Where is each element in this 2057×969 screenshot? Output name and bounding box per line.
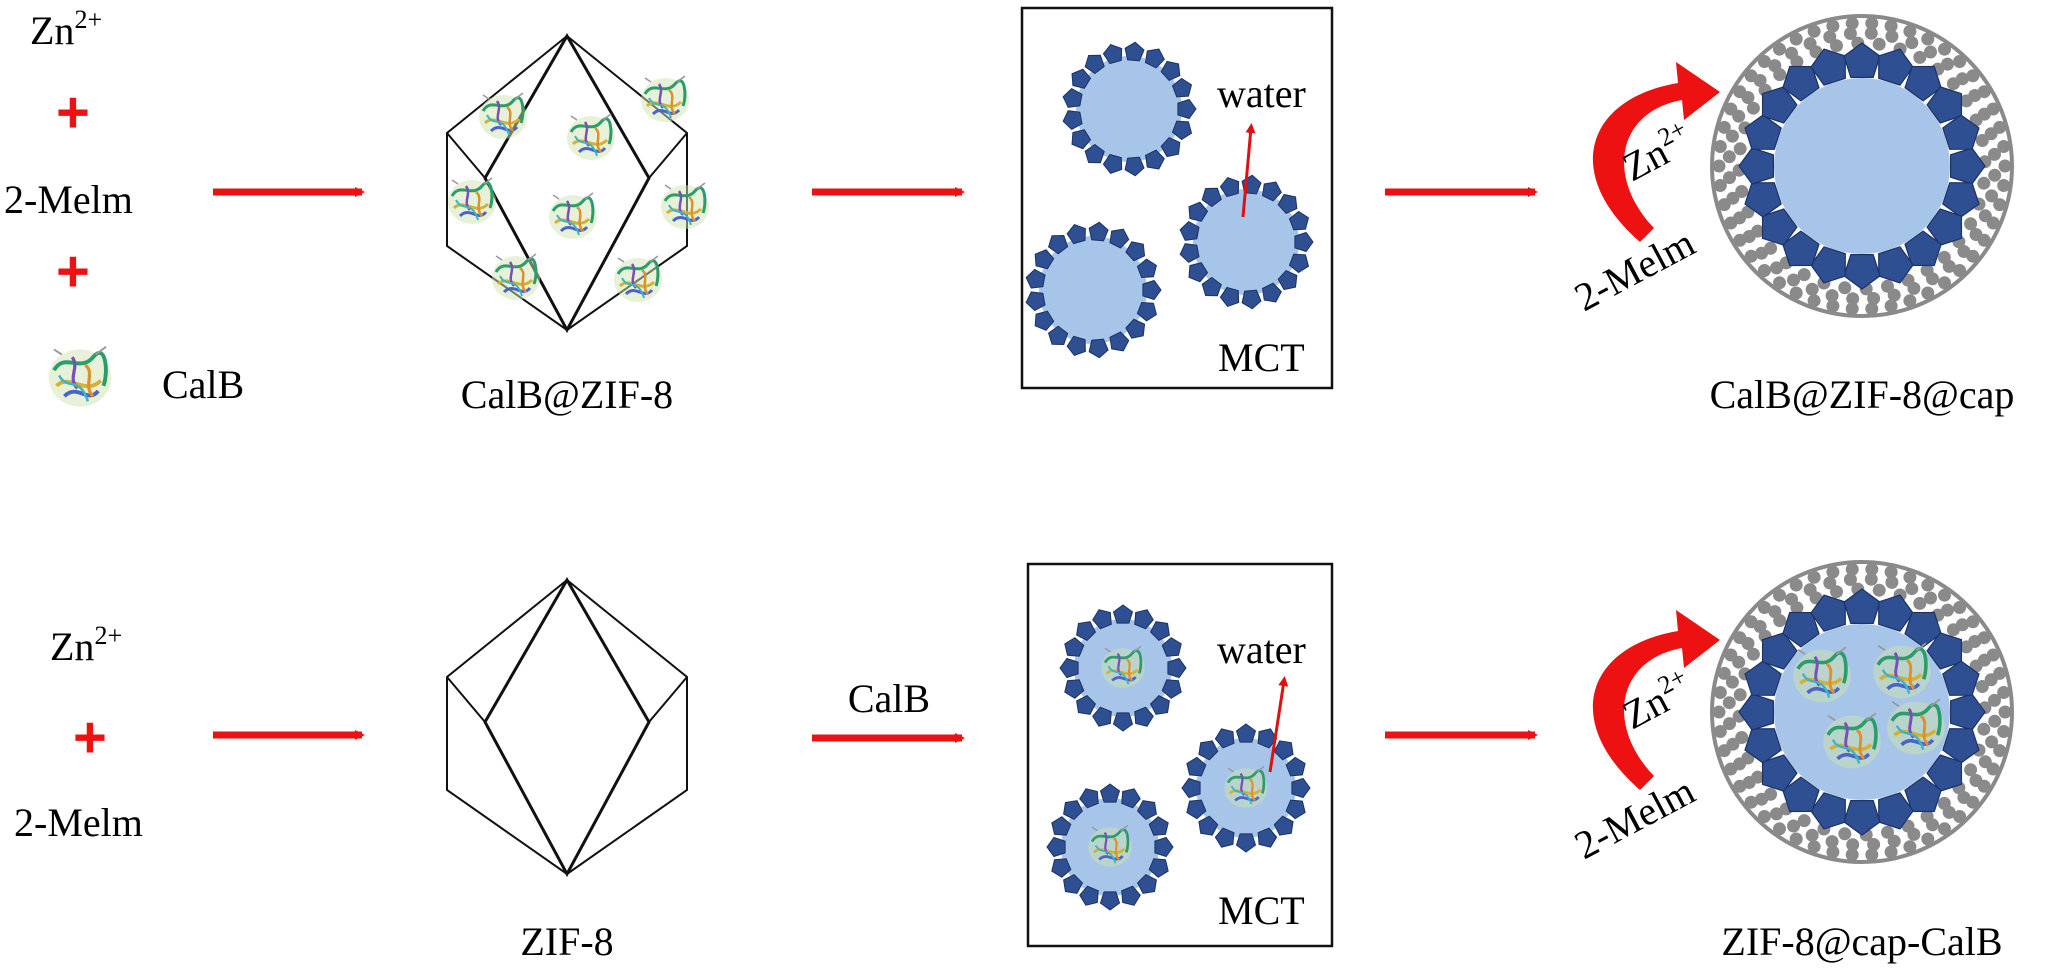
calb-zif8-label: CalB@ZIF-8 [461,372,673,417]
bottom-ligand-label: 2-Melm [14,800,143,845]
bottom-mct-label: MCT [1218,888,1305,933]
top-product-label: CalB@ZIF-8@cap [1710,372,2015,417]
top-reagents: Zn2+ + 2-Melm + CalB [4,5,244,409]
enzyme-icon [612,254,664,304]
enzyme-icon [547,191,599,241]
bottom-product-label: ZIF-8@cap-CalB [1721,919,2002,964]
water-droplet [1023,220,1162,360]
top-capped-particle [1710,14,2014,318]
top-plus-1: + [56,80,90,145]
water-arrow [1268,676,1289,773]
enzyme-icon [477,91,529,141]
bottom-row: Zn2+ + 2-Melm ZIF-8 CalB water MCT Zn2+ … [14,560,2014,964]
zif8-label: ZIF-8 [520,919,613,964]
enzyme-icon [490,252,542,302]
bottom-plus: + [73,705,107,770]
enzyme-icon [565,112,617,162]
water-droplet [1177,173,1314,311]
top-plus-2: + [56,239,90,304]
top-ligand-label: 2-Melm [4,177,133,222]
water-droplet [1046,783,1174,911]
enzyme-icon [446,176,498,226]
top-row: Zn2+ + 2-Melm + CalB CalB@ZIF-8 [4,5,2014,417]
top-water-label: water [1217,71,1306,116]
water-droplet [1060,40,1197,178]
calb-arrow-label: CalB [848,676,930,721]
top-emulsion-box: water MCT [1020,6,1334,390]
top-zn-label: Zn2+ [30,5,102,53]
top-capping: Zn2+ 2-Melm [1567,62,1720,320]
curved-arrow [1592,610,1720,790]
water-droplet [1059,604,1187,732]
enzyme-icon [639,74,691,124]
calb-zif8-crystal [445,34,711,332]
enzyme-icon [46,344,114,409]
top-mct-label: MCT [1218,335,1305,380]
top-enzyme-label: CalB [162,362,244,407]
bottom-capped-particle [1710,560,2014,864]
curved-arrow [1592,62,1720,242]
water-arrow [1241,123,1256,218]
bottom-zn-label: Zn2+ [50,621,122,669]
water-droplet [1181,723,1311,853]
zif8-crystal [445,578,689,876]
enzyme-icon [659,181,711,231]
bottom-water-label: water [1217,627,1306,672]
bottom-capping: Zn2+ 2-Melm [1567,610,1720,868]
bottom-reagents: Zn2+ + 2-Melm [14,621,143,845]
bottom-emulsion-box: water MCT [1026,562,1334,948]
